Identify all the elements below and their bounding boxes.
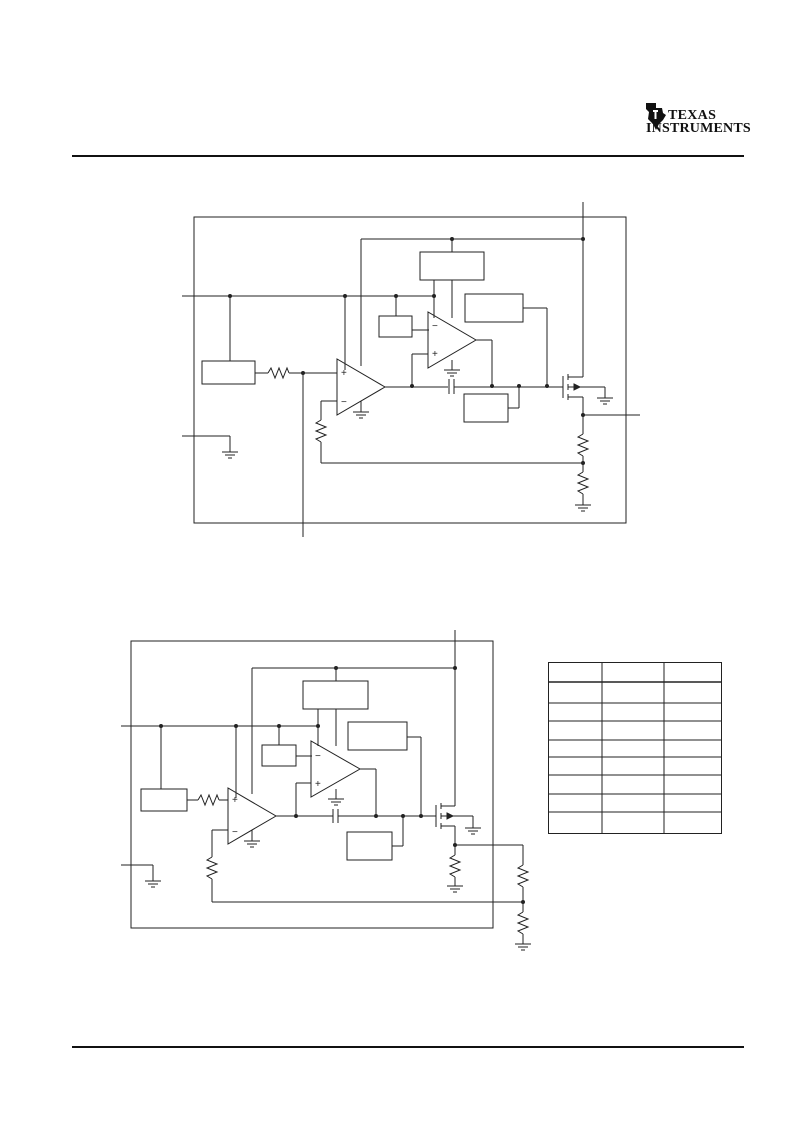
resistor-r1b — [197, 793, 220, 807]
voltage-reference-2 — [140, 788, 188, 812]
bias-block-2 — [302, 680, 369, 710]
reference-block-2 — [261, 744, 297, 767]
svg-text:−: − — [341, 397, 347, 408]
current-limit-block — [464, 293, 524, 323]
schematic-figure-2: − + + − — [121, 630, 531, 951]
data-table — [548, 662, 722, 834]
svg-text:+: + — [341, 368, 347, 379]
resistor-r2 — [314, 419, 328, 443]
error-amplifier-2 — [427, 311, 477, 369]
ti-state-icon — [646, 103, 666, 130]
svg-text:+: + — [232, 795, 238, 806]
resistor-r3 — [576, 433, 590, 457]
bias-block — [419, 251, 485, 281]
device-boundary — [193, 216, 627, 524]
reference-block — [378, 315, 413, 338]
svg-text:+: + — [432, 349, 438, 360]
resistor-r4 — [576, 471, 590, 495]
resistor-r5 — [448, 854, 462, 878]
svg-text:−: − — [315, 751, 321, 762]
resistor-r1 — [267, 366, 290, 380]
device-boundary-2 — [130, 640, 494, 929]
current-limit-block-2 — [347, 721, 408, 751]
resistor-r2b — [205, 856, 219, 880]
logo-text-texas: TEXAS — [668, 108, 717, 123]
resistor-r4b — [516, 911, 530, 935]
thermal-shutdown-block-2 — [346, 831, 393, 861]
svg-text:+: + — [315, 779, 321, 790]
svg-text:−: − — [432, 321, 438, 332]
error-amplifier-2b — [310, 740, 362, 798]
footer-rule — [72, 1046, 744, 1048]
voltage-reference — [201, 360, 256, 385]
company-logo: TEXAS INSTRUMENTS — [644, 100, 751, 140]
header-rule — [72, 155, 744, 157]
svg-text:−: − — [232, 827, 238, 838]
thermal-shutdown-block — [463, 393, 509, 423]
resistor-r3b — [516, 864, 530, 888]
logo-text-instruments: INSTRUMENTS — [646, 121, 751, 136]
schematic-figure-1: − + + − — [182, 202, 640, 537]
